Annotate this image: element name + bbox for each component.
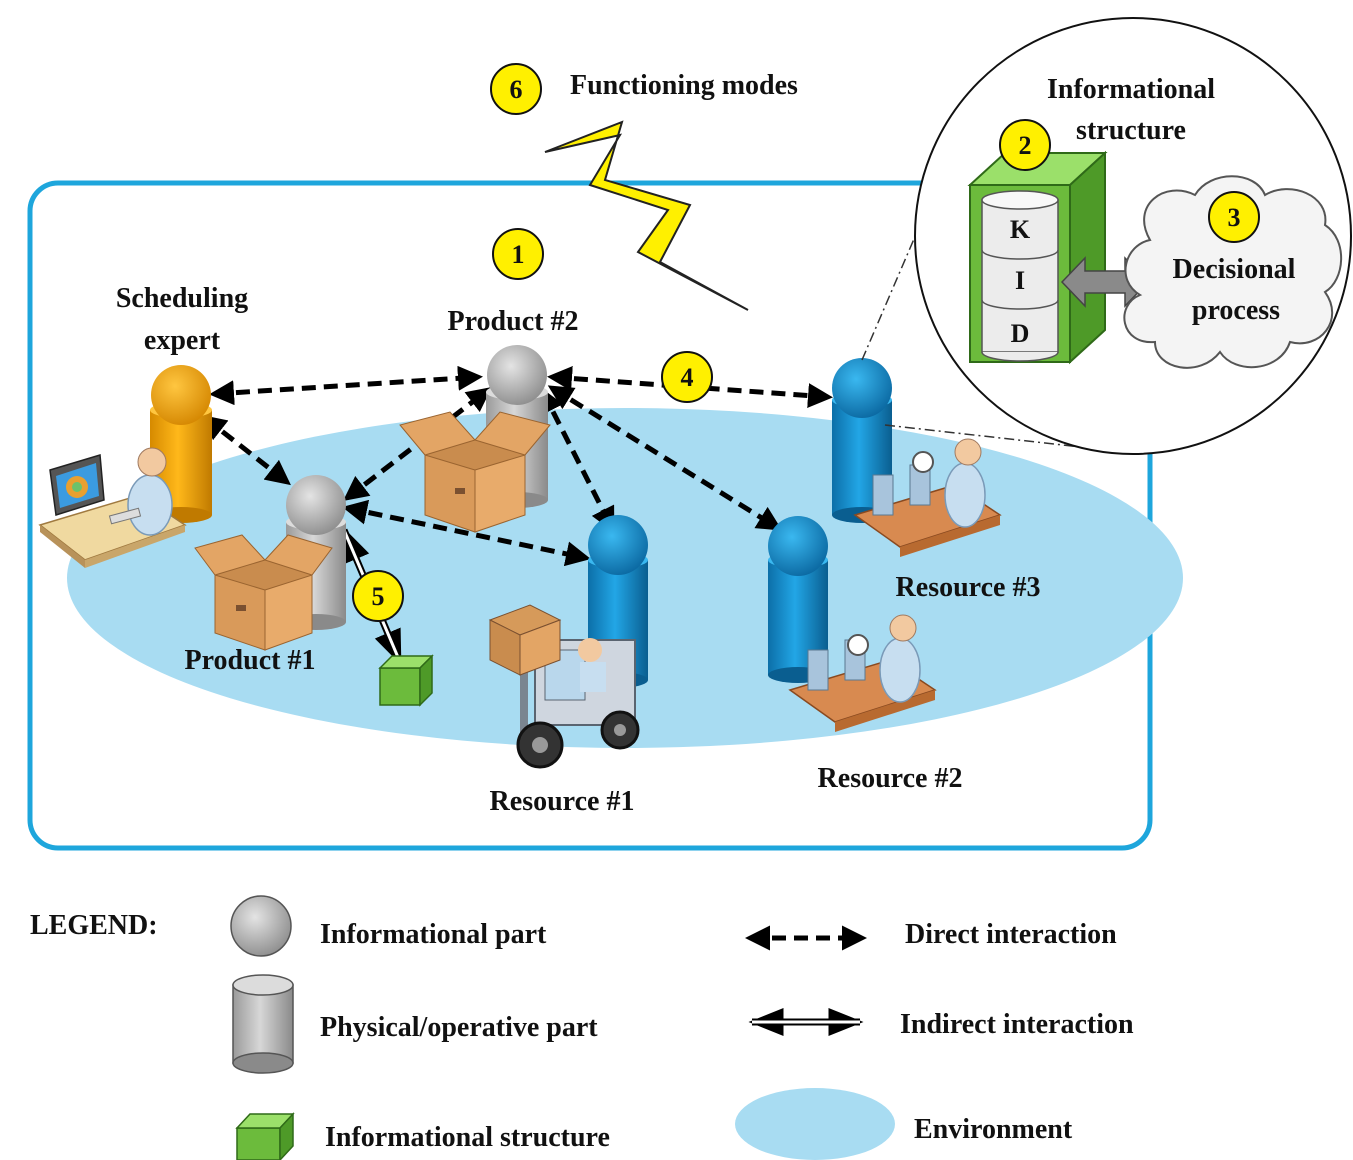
- legend-informational-structure-icon: [235, 1112, 295, 1160]
- workstation-icon-resource2: [788, 614, 937, 732]
- product2-box-icon: [399, 411, 551, 533]
- scheduling-expert-label-line1: Scheduling: [116, 283, 248, 314]
- kid-d: D: [1011, 319, 1030, 348]
- legend-informational-structure-label: Informational structure: [325, 1122, 610, 1153]
- resource3-label: Resource #3: [896, 572, 1041, 603]
- decisional-cloud: [1123, 175, 1343, 369]
- badge-3-text: 3: [1228, 203, 1241, 232]
- link-product1-resource1: [342, 499, 591, 567]
- badge-2: 2: [999, 119, 1051, 171]
- link-expert-product2: [209, 365, 483, 406]
- legend-informational-part-label: Informational part: [320, 919, 547, 950]
- resource1-label: Resource #1: [490, 786, 635, 817]
- legend-direct-interaction-label: Direct interaction: [905, 919, 1117, 950]
- badge-1: 1: [492, 228, 544, 280]
- legend-title: LEGEND:: [30, 910, 158, 941]
- product1-box-icon: [194, 534, 333, 651]
- informational-structure-label-line1: Informational: [1047, 74, 1215, 105]
- scheduling-expert-label-line2: expert: [144, 325, 221, 356]
- link-expert-product1: [201, 414, 291, 486]
- legend: LEGEND: Informational part Physical/oper…: [30, 895, 1134, 1160]
- badge-6: 6: [490, 63, 542, 115]
- badge-1-text: 1: [512, 240, 525, 269]
- legend-physical-part-label: Physical/operative part: [320, 1012, 598, 1043]
- legend-informational-part-icon: [230, 895, 292, 957]
- legend-environment-icon: [735, 1088, 895, 1160]
- badge-6-text: 6: [510, 75, 523, 104]
- functioning-modes-label: Functioning modes: [570, 70, 798, 101]
- decisional-process-label-line2: process: [1192, 295, 1280, 326]
- kid-i: I: [1015, 266, 1025, 295]
- resource2-label: Resource #2: [818, 763, 963, 794]
- workstation-icon-resource3: [853, 438, 1002, 557]
- expert-computer-icon: [38, 447, 187, 568]
- informational-structure-box: K I D: [967, 150, 1108, 365]
- kid-database-stack: K I D: [981, 190, 1059, 362]
- product2-label: Product #2: [448, 306, 579, 337]
- legend-physical-part-icon: [232, 974, 294, 1074]
- kid-k: K: [1010, 215, 1031, 244]
- badge-5: 5: [352, 570, 404, 622]
- product1-label: Product #1: [185, 645, 316, 676]
- forklift-icon: [488, 604, 640, 769]
- informational-structure-label-line2: structure: [1076, 115, 1186, 146]
- informational-structure-cube: [378, 654, 434, 707]
- badge-4: 4: [661, 351, 713, 403]
- link-product2-resource2: [547, 385, 783, 531]
- badge-5-text: 5: [372, 582, 385, 611]
- legend-environment-label: Environment: [914, 1114, 1073, 1145]
- lightning-icon: [544, 120, 749, 311]
- badge-3: 3: [1208, 191, 1260, 243]
- legend-indirect-interaction-label: Indirect interaction: [900, 1009, 1134, 1040]
- badge-2-text: 2: [1019, 131, 1032, 160]
- decisional-process-label-line1: Decisional: [1173, 254, 1296, 285]
- badge-4-text: 4: [681, 363, 694, 392]
